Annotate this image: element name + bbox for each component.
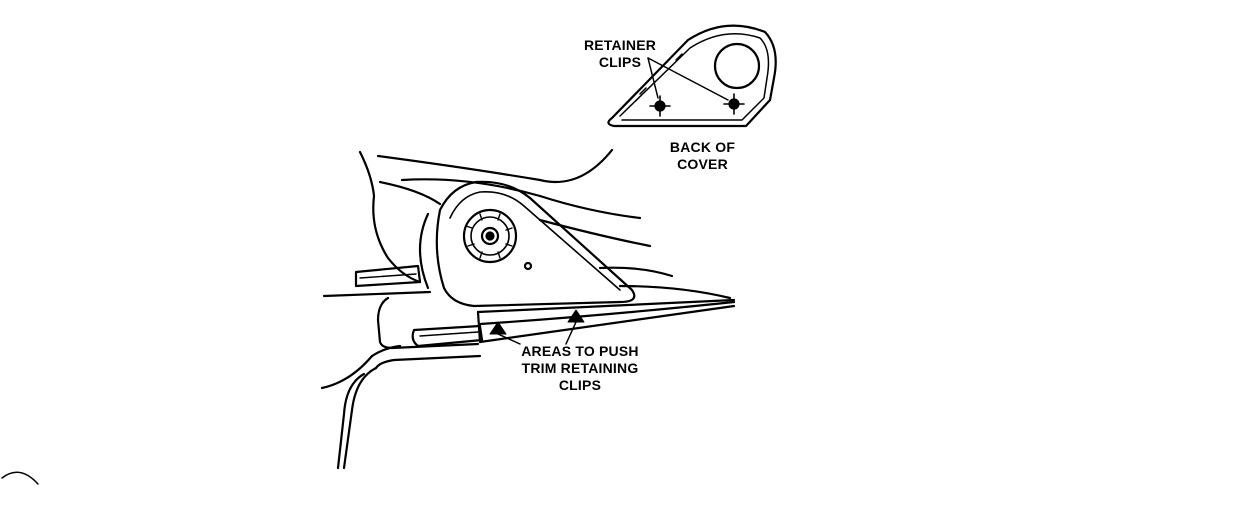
back-of-cover-label: BACK OF COVER — [650, 139, 755, 173]
push-areas-line-3: CLIPS — [558, 377, 602, 393]
cover-outline — [607, 24, 777, 128]
push-areas-line-1: AREAS TO PUSH — [521, 343, 639, 359]
seat-cushion — [358, 148, 732, 300]
retainer-clips-line-2: CLIPS — [598, 54, 642, 70]
clip-leader-line-1 — [647, 57, 659, 99]
retainer-clips-line-1: RETAINER — [583, 37, 657, 53]
back-of-cover-line-2: COVER — [677, 156, 728, 172]
pivot-gear — [462, 208, 518, 264]
recliner-cover — [435, 180, 636, 308]
cover-inner-edge — [619, 33, 770, 121]
cover-rim-notch-1 — [639, 87, 647, 95]
back-of-cover-line-1: BACK OF — [669, 139, 736, 155]
retainer-clip-2 — [723, 93, 745, 115]
clip-leader-line-2 — [647, 57, 729, 101]
back-of-cover-view — [607, 24, 777, 128]
seat-track-upper — [354, 264, 422, 288]
lower-seat-track — [411, 324, 484, 348]
corner-mark — [1, 471, 39, 485]
push-areas-label: AREAS TO PUSH TRIM RETAINING CLIPS — [490, 343, 670, 394]
seat-side-trim — [320, 264, 736, 470]
cover-hole — [713, 42, 761, 90]
small-hole — [523, 261, 533, 271]
retainer-clip-1 — [649, 95, 671, 117]
push-areas-line-2: TRIM RETAINING — [521, 360, 639, 376]
trim-strip — [476, 298, 736, 314]
retainer-clips-label: RETAINER CLIPS — [570, 37, 670, 71]
cover-rim-notch-2 — [675, 53, 683, 61]
pivot-bolt — [480, 226, 500, 246]
